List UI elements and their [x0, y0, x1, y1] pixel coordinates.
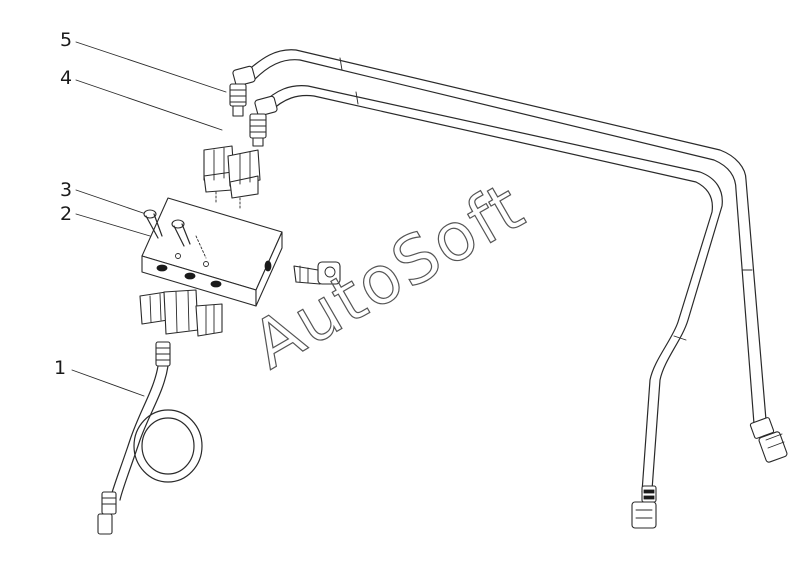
callout-label-1: 1 — [54, 357, 66, 379]
leader-line-4 — [75, 79, 223, 131]
hose-assembly — [245, 49, 788, 529]
hex-nut-pair-upper — [203, 145, 261, 211]
hose-end-fitting-right — [749, 417, 788, 463]
hose-seg-mark — [355, 91, 359, 105]
callout-label-3: 3 — [60, 179, 72, 201]
callout-1: 1 — [54, 357, 145, 397]
part-3-screw — [143, 209, 163, 239]
callout-5: 5 — [60, 29, 227, 93]
leader-line-5 — [75, 41, 227, 93]
callout-4: 4 — [60, 67, 223, 131]
part-1-coiled-hose — [97, 341, 203, 535]
part-4-hose-connector — [249, 95, 278, 147]
hose-end-fitting-lower — [631, 485, 657, 529]
callout-label-4: 4 — [60, 67, 72, 89]
hose-inner-a — [261, 85, 723, 491]
hose-seg-mark — [673, 335, 687, 341]
distribution-block — [141, 197, 283, 307]
leader-line-2 — [75, 213, 151, 237]
callout-3: 3 — [60, 179, 147, 215]
callout-label-5: 5 — [60, 29, 72, 51]
hex-nuts-lower — [139, 289, 223, 337]
part-5-hose-connector — [229, 65, 256, 117]
watermark-text: AutoSoft — [240, 167, 538, 383]
callout-label-2: 2 — [60, 203, 72, 225]
leader-line-1 — [71, 369, 145, 397]
hose-inner-b — [269, 94, 713, 493]
watermark: AutoSoft — [239, 167, 538, 385]
hose-outer-upper-b — [253, 59, 755, 425]
hose-outer-upper-a — [245, 49, 767, 421]
hose-seg-mark — [339, 57, 343, 71]
leader-line-3 — [75, 189, 147, 215]
part-2-screw — [171, 219, 207, 259]
side-elbow-fitting — [293, 261, 341, 285]
callout-2: 2 — [60, 203, 151, 237]
